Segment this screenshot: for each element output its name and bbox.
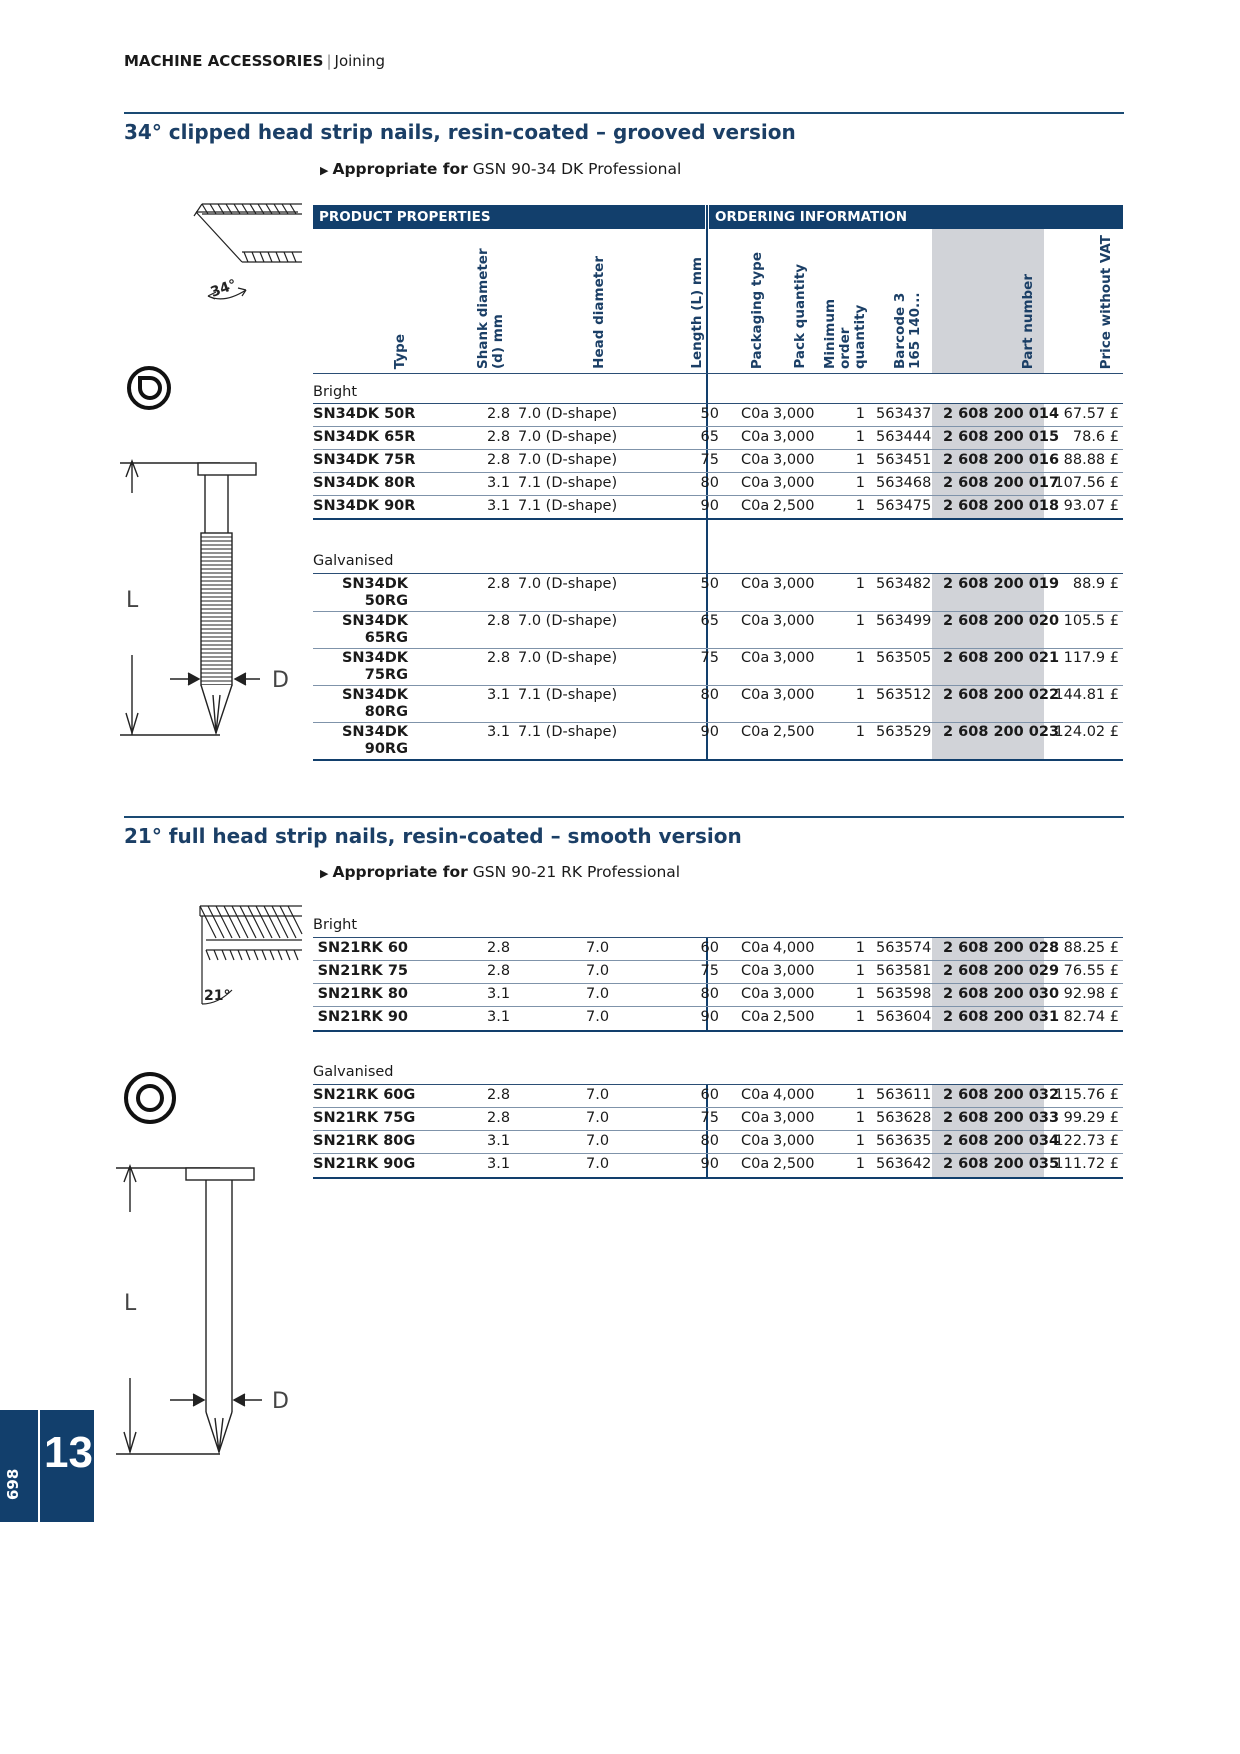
page-header: MACHINE ACCESSORIES|Joining xyxy=(124,52,385,70)
group-rule xyxy=(313,403,1123,404)
length-label: L xyxy=(124,1291,137,1316)
appropriate-label: Appropriate for xyxy=(332,863,468,881)
col-header-shank: Shank diameter (d) mm xyxy=(475,248,506,369)
product-properties-header: PRODUCT PROPERTIES xyxy=(313,205,705,229)
part-number-column-bg-1 xyxy=(932,403,1044,519)
section1-title: 34° clipped head strip nails, resin-coat… xyxy=(124,120,796,144)
smooth-nail-diagram: L D xyxy=(116,1164,289,1455)
col-header-packaging-type: Packaging type xyxy=(749,251,765,369)
appropriate-tool: GSN 90-21 RK Professional xyxy=(472,863,681,881)
section2-rule xyxy=(124,816,1124,818)
row-rule xyxy=(313,685,1123,686)
angle-label-34: 34° xyxy=(209,277,239,301)
bullet-triangle-icon: ▶ xyxy=(320,164,329,177)
row-rule xyxy=(313,648,1123,649)
section1-appropriate: ▶Appropriate for GSN 90-34 DK Profession… xyxy=(320,160,681,178)
header-section: MACHINE ACCESSORIES xyxy=(124,52,324,70)
col-header-min-order: Minimum order quantity xyxy=(822,298,868,369)
row-rule xyxy=(313,1153,1123,1154)
header-subsection: Joining xyxy=(334,52,385,70)
grooved-nail-diagram: L D xyxy=(120,459,289,736)
page-number: 698 xyxy=(4,1468,22,1500)
nail-strip-34-illustration: 34° xyxy=(193,203,302,301)
chapter-tab-divider xyxy=(38,1410,40,1522)
group-label-bright: Bright xyxy=(313,384,358,400)
length-label: L xyxy=(126,588,139,613)
appropriate-tool: GSN 90-34 DK Professional xyxy=(472,160,682,178)
section2-title: 21° full head strip nails, resin-coated … xyxy=(124,824,742,848)
col-header-part-number: Part number xyxy=(1020,273,1036,369)
table2-divider xyxy=(706,937,708,1031)
row-rule xyxy=(313,449,1123,450)
part-number-header-bg xyxy=(932,229,1044,373)
group-rule xyxy=(313,573,1123,574)
bullet-triangle-icon: ▶ xyxy=(320,867,329,880)
appropriate-label: Appropriate for xyxy=(332,160,468,178)
col-header-barcode: Barcode 3 165 140... xyxy=(892,292,923,369)
section2-appropriate: ▶Appropriate for GSN 90-21 RK Profession… xyxy=(320,863,680,881)
group-bottom-rule xyxy=(313,518,1123,520)
table2-bottom-rule xyxy=(313,1177,1123,1179)
group-label-bright: Bright xyxy=(313,917,358,933)
part-number-column-bg-3 xyxy=(932,937,1044,1031)
row-rule xyxy=(313,1107,1123,1108)
col-header-price: Price without VAT xyxy=(1098,234,1114,369)
chapter-number: 13 xyxy=(44,1428,93,1477)
row-rule xyxy=(313,495,1123,496)
row-rule xyxy=(313,611,1123,612)
part-number-column-bg-4 xyxy=(932,1084,1044,1178)
d-shape-head-icon xyxy=(127,366,171,410)
row-rule xyxy=(313,722,1123,723)
section1-rule xyxy=(124,112,1124,114)
round-head-icon xyxy=(124,1072,176,1124)
chapter-tab xyxy=(0,1410,94,1522)
col-header-type: Type xyxy=(392,333,408,369)
group-bottom-rule xyxy=(313,1030,1123,1032)
part-number-column-bg-2 xyxy=(932,573,1044,759)
row-rule xyxy=(313,426,1123,427)
table1-divider xyxy=(706,205,708,759)
ordering-information-header: ORDERING INFORMATION xyxy=(709,205,1123,229)
group-label-galvanised: Galvanised xyxy=(313,1064,394,1080)
row-rule xyxy=(313,1130,1123,1131)
row-rule xyxy=(313,983,1123,984)
col-header-head: Head diameter xyxy=(591,256,607,369)
header-separator: | xyxy=(326,52,332,70)
table1-bottom-rule xyxy=(313,759,1123,761)
col-header-length: Length (L) mm xyxy=(689,257,705,369)
diameter-label: D xyxy=(272,668,289,693)
header-bottom-rule xyxy=(313,373,1123,374)
col-header-pack-quantity: Pack quantity xyxy=(792,264,808,369)
nail-strip-21-illustration: 21° xyxy=(199,905,303,1005)
group-rule xyxy=(313,937,1123,938)
row-rule xyxy=(313,1006,1123,1007)
angle-label-21: 21° xyxy=(204,988,230,1004)
table2-divider xyxy=(706,1084,708,1178)
diameter-label: D xyxy=(272,1389,289,1414)
row-rule xyxy=(313,472,1123,473)
group-rule xyxy=(313,1084,1123,1085)
group-label-galvanised: Galvanised xyxy=(313,553,394,569)
row-rule xyxy=(313,960,1123,961)
